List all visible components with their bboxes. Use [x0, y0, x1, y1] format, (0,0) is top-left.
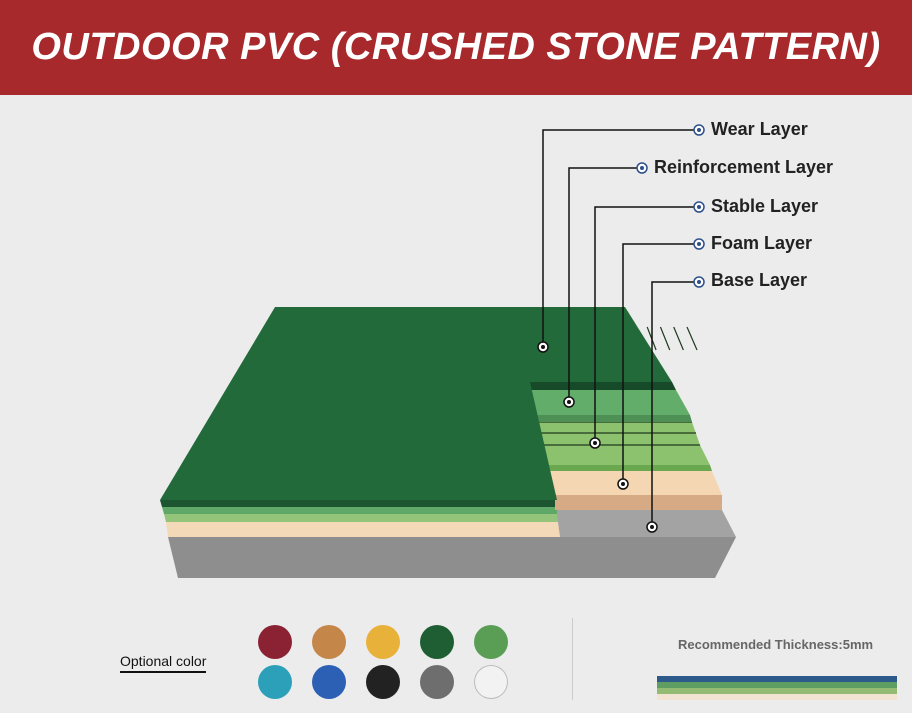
stable-layer-side: [547, 465, 712, 471]
label-base-layer: Base Layer: [711, 270, 808, 290]
reinforcement-layer-left: [162, 507, 557, 514]
thickness-bar-layer: [657, 676, 897, 682]
foam-layer-top: [550, 471, 722, 495]
mesh-line: [673, 326, 684, 351]
color-swatch[interactable]: [474, 625, 508, 659]
divider: [572, 618, 573, 700]
color-swatch[interactable]: [420, 665, 454, 699]
title-banner: OUTDOOR PVC (CRUSHED STONE PATTERN): [0, 0, 912, 95]
stable-layer-left: [164, 514, 558, 522]
thickness-bar-layer: [657, 694, 897, 700]
recommended-thickness: Recommended Thickness:5mm: [678, 637, 874, 652]
thickness-bar-layer: [657, 682, 897, 688]
label-wear-layer: Wear Layer: [711, 119, 808, 139]
color-swatch[interactable]: [258, 665, 292, 699]
layer-cross-section-diagram: [160, 124, 736, 578]
wear-layer-top: [160, 307, 672, 500]
color-swatch[interactable]: [366, 665, 400, 699]
label-reinforcement-layer: Reinforcement Layer: [654, 157, 834, 177]
optional-color-label: Optional color: [120, 653, 207, 673]
base-layer-front: [168, 537, 736, 578]
wear-layer-edge-left: [160, 500, 557, 507]
label-bullets: [636, 124, 705, 288]
leader-lines: [542, 129, 697, 527]
label-foam-layer: Foam Layer: [711, 233, 813, 253]
color-swatch[interactable]: [258, 625, 292, 659]
thickness-bar-layer: [657, 688, 897, 694]
foam-layer-side: [555, 495, 722, 510]
color-swatch[interactable]: [312, 665, 346, 699]
color-swatch[interactable]: [312, 625, 346, 659]
color-swatch[interactable]: [366, 625, 400, 659]
reinforcement-layer-side: [535, 415, 692, 422]
stable-layer-top: [542, 445, 710, 465]
color-swatch[interactable]: [474, 665, 508, 699]
base-layer-top: [555, 510, 736, 537]
reinforcement-layer-top: [530, 390, 690, 415]
foam-layer-left: [166, 522, 560, 537]
wear-layer-edge-right: [530, 382, 676, 390]
color-swatch[interactable]: [420, 625, 454, 659]
mesh-line: [659, 326, 671, 351]
page-title: OUTDOOR PVC (CRUSHED STONE PATTERN): [31, 26, 881, 68]
mesh-line: [686, 326, 698, 351]
label-stable-layer: Stable Layer: [711, 196, 819, 216]
